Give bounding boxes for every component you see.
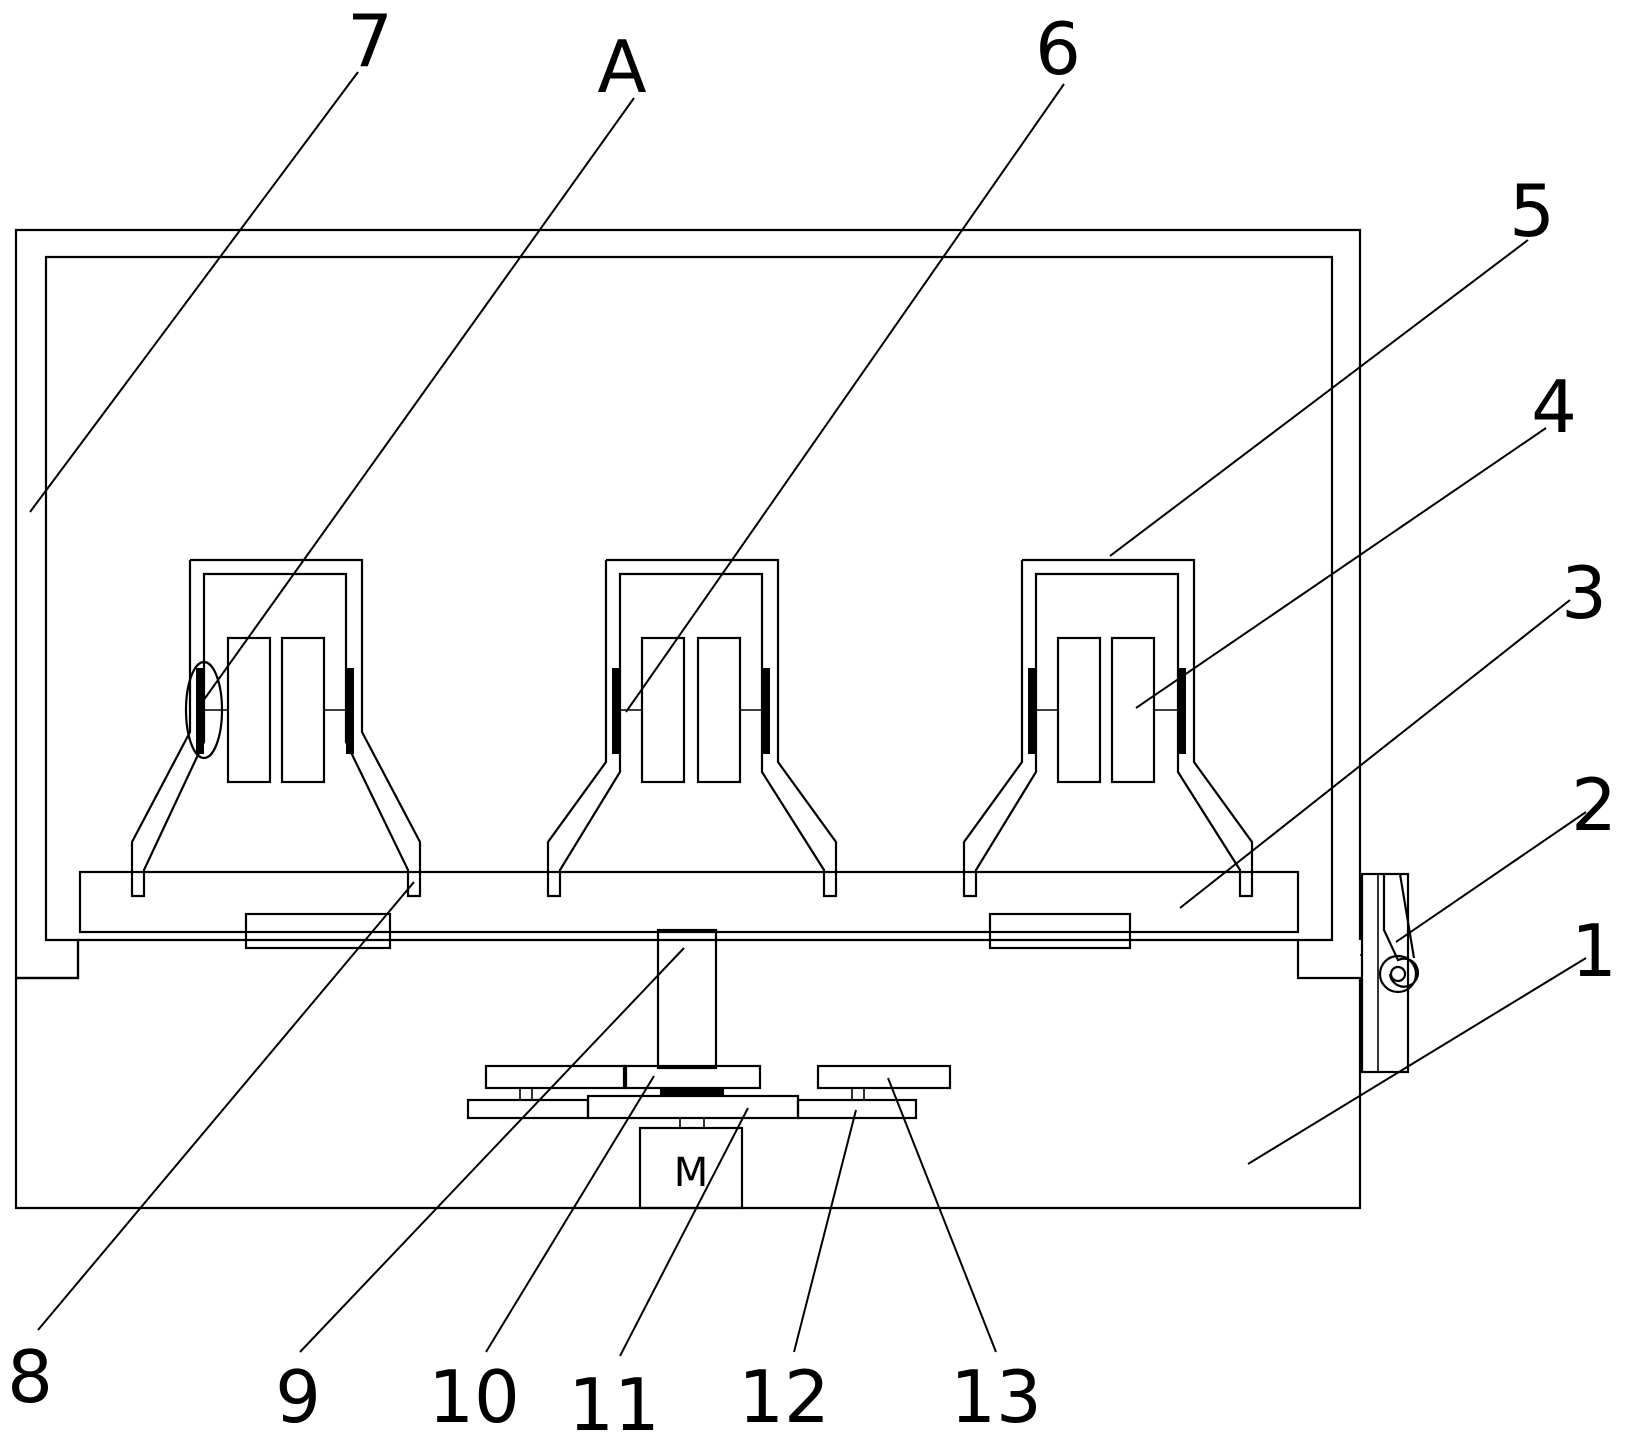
holder-right	[962, 558, 1254, 898]
label-1: 1	[1571, 909, 1617, 993]
label-2: 2	[1571, 763, 1617, 847]
label-7: 7	[347, 0, 393, 83]
support-plate	[78, 870, 1300, 950]
label-10: 10	[428, 1355, 520, 1438]
label-A: A	[597, 25, 646, 109]
motor-label: M	[674, 1150, 709, 1196]
outer-cover	[14, 228, 1362, 980]
label-12: 12	[738, 1355, 830, 1438]
label-11: 11	[568, 1363, 660, 1438]
holder-middle	[546, 558, 838, 898]
gear-train	[466, 1064, 952, 1129]
label-8: 8	[7, 1335, 53, 1419]
hinge	[1360, 872, 1420, 1074]
holder-left	[130, 558, 422, 898]
label-5: 5	[1509, 169, 1555, 253]
label-6: 6	[1035, 7, 1081, 91]
label-4: 4	[1531, 365, 1577, 449]
label-3: 3	[1561, 551, 1607, 635]
central-shaft	[656, 928, 718, 1070]
motor: M	[638, 1126, 744, 1210]
label-13: 13	[950, 1355, 1042, 1438]
reference-labels: 7 A 6 5 4 3 2 1 8 9 10 11 12 13	[7, 0, 1617, 1438]
label-9: 9	[275, 1355, 321, 1438]
leader-lines	[29, 71, 1587, 1357]
